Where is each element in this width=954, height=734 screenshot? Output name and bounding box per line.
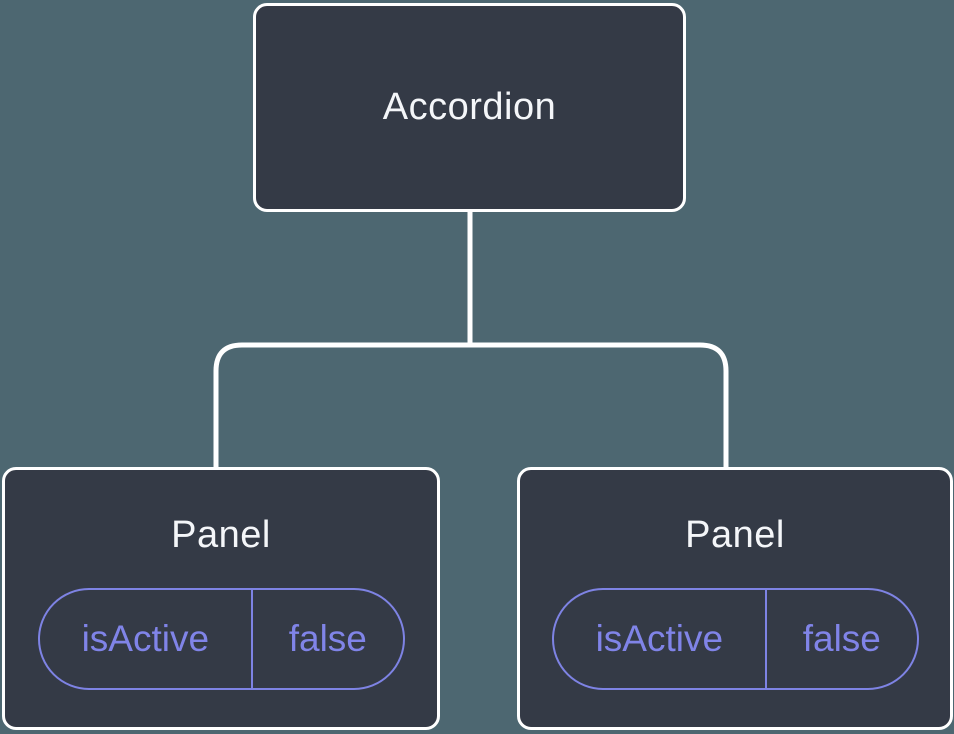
state-pill: isActive false	[551, 588, 919, 690]
state-pill: isActive false	[37, 588, 405, 690]
state-name: isActive	[40, 590, 254, 688]
component-node-accordion: Accordion	[253, 3, 686, 212]
node-label: Accordion	[382, 86, 557, 128]
connector-branch	[213, 342, 729, 470]
state-value: false	[288, 618, 367, 659]
node-label: Panel	[171, 514, 271, 556]
component-node-panel-2: Panel isActive false	[517, 467, 953, 730]
node-label: Panel	[685, 514, 785, 556]
state-name: isActive	[554, 590, 768, 688]
component-node-panel-1: Panel isActive false	[2, 467, 440, 730]
state-value: false	[802, 618, 881, 659]
